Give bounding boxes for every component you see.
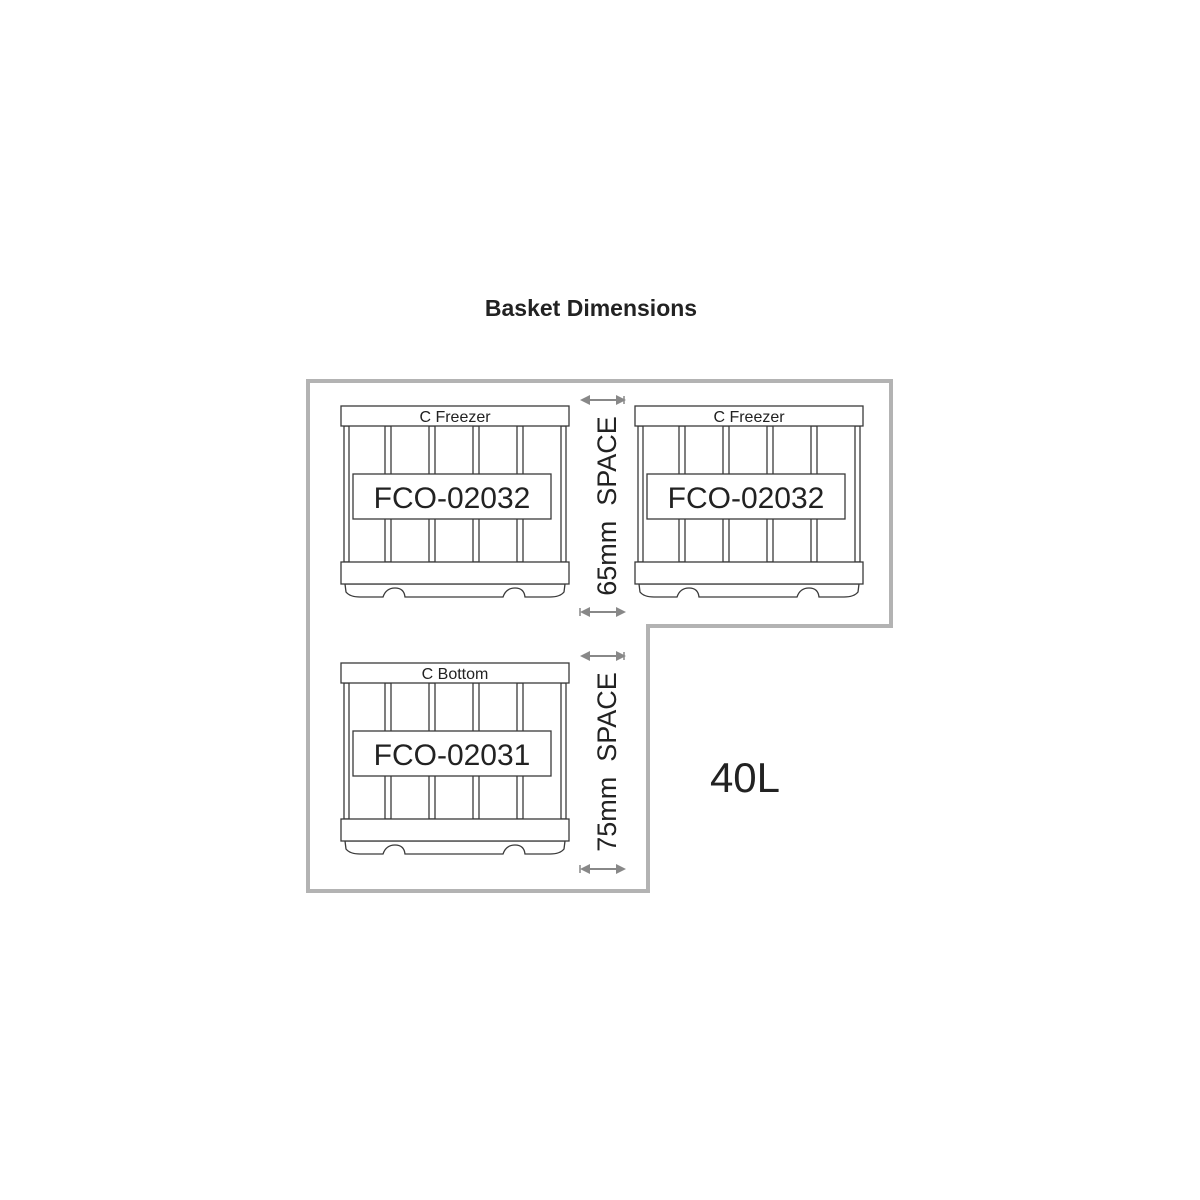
double-arrow-icon [579,607,626,617]
basket-code: FCO-02032 [374,482,531,515]
basket-post [343,682,350,820]
basket-lid-label: C Freezer [419,409,491,426]
basket-lid [340,662,570,684]
basket-post [560,425,567,563]
basket-foot [638,583,860,598]
basket-label-plate [352,473,552,520]
basket-foot [344,583,566,598]
basket-post [343,425,350,563]
spacer-label: 75mm SPACE [592,672,622,852]
basket-post [854,425,861,563]
basket-post [637,425,644,563]
basket-foot [344,840,566,855]
spacer-bottom: 75mm SPACE [579,651,626,874]
basket-base [634,561,864,585]
basket-post [560,682,567,820]
basket-lid [634,405,864,427]
freezer-outline [306,379,893,893]
basket-code: FCO-02032 [668,482,825,515]
double-arrow-icon [580,651,626,661]
double-arrow-icon [579,864,626,874]
basket-base [340,818,570,842]
basket-lid-label: C Bottom [422,666,489,683]
double-arrow-icon [580,395,626,405]
basket-lid-label: C Freezer [713,409,785,426]
basket-lid [340,405,570,427]
spacer-top: 65mm SPACE [579,395,626,617]
spacer-label: 65mm SPACE [592,416,622,596]
basket-label-plate [646,473,846,520]
basket-code: FCO-02031 [374,739,531,772]
basket-base [340,561,570,585]
capacity-label: 40L [710,754,780,801]
basket-label-plate [352,730,552,777]
diagram-title: Basket Dimensions [485,295,697,321]
